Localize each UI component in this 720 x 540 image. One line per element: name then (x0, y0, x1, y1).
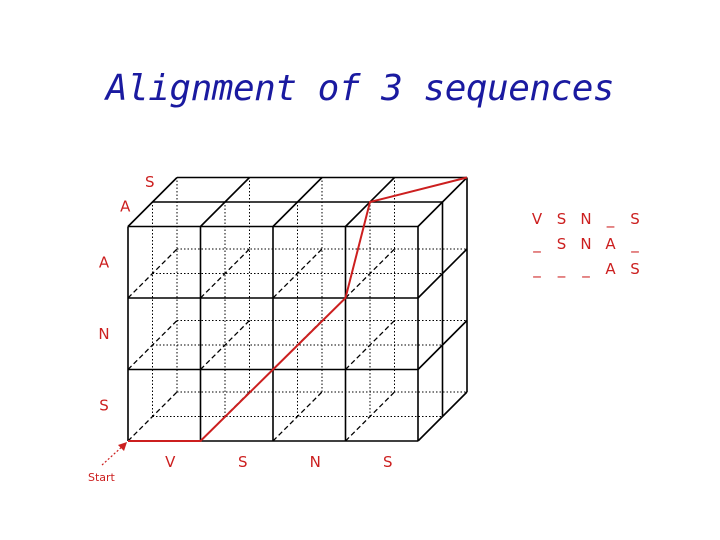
depth-edges (127, 248, 395, 442)
alignment-char: S (557, 235, 567, 253)
z-axis-label: S (145, 173, 155, 191)
alignment-char: N (580, 235, 591, 253)
alignment-path-line (128, 176, 468, 442)
y-axis-label: A (99, 253, 110, 271)
alignment-char: A (605, 260, 616, 278)
grid-line-z (127, 391, 178, 442)
alignment-char: A (605, 235, 616, 253)
x-axis-label: S (383, 453, 393, 471)
grid-line-z (272, 391, 323, 442)
grid-line-z (272, 248, 323, 299)
x-axis-label: S (238, 453, 248, 471)
grid-line-z (127, 176, 178, 228)
grid-line-z (127, 248, 178, 299)
alignment-char: V (532, 210, 543, 228)
alignment-char: _ (557, 260, 566, 279)
grid-line-z (417, 391, 468, 442)
y-axis-label: N (98, 325, 109, 343)
alignment-char: S (630, 260, 640, 278)
grid-line-z (417, 176, 468, 228)
alignment-char: _ (630, 235, 639, 254)
z-axis-label: A (120, 197, 131, 215)
alignment-char: S (630, 210, 640, 228)
alignment-char: _ (606, 210, 615, 229)
grid-line-z (200, 320, 250, 370)
grid-line-z (417, 248, 468, 299)
start-label: Start (88, 471, 116, 484)
slide-title: Alignment of 3 sequences (105, 68, 615, 109)
alignment-path (101, 176, 468, 466)
x-axis-label: V (165, 453, 176, 471)
alignment-char: N (580, 210, 591, 228)
alignment-char: _ (581, 260, 590, 279)
grid-line-z (127, 320, 178, 370)
grid-line-z (345, 391, 395, 442)
grid-line-z (345, 248, 395, 299)
alignment-char: _ (532, 260, 541, 279)
grid-line-z (417, 319, 468, 371)
alignment-char: _ (532, 235, 541, 254)
x-axis-label: N (310, 453, 321, 471)
y-axis-label: S (99, 396, 109, 414)
grid-line-z (199, 176, 251, 228)
grid-line-z (200, 248, 250, 299)
grid-line-z (345, 320, 395, 370)
grid-line-z (272, 176, 323, 228)
alignment-char: S (557, 210, 567, 228)
start-arrow-head (118, 442, 127, 451)
